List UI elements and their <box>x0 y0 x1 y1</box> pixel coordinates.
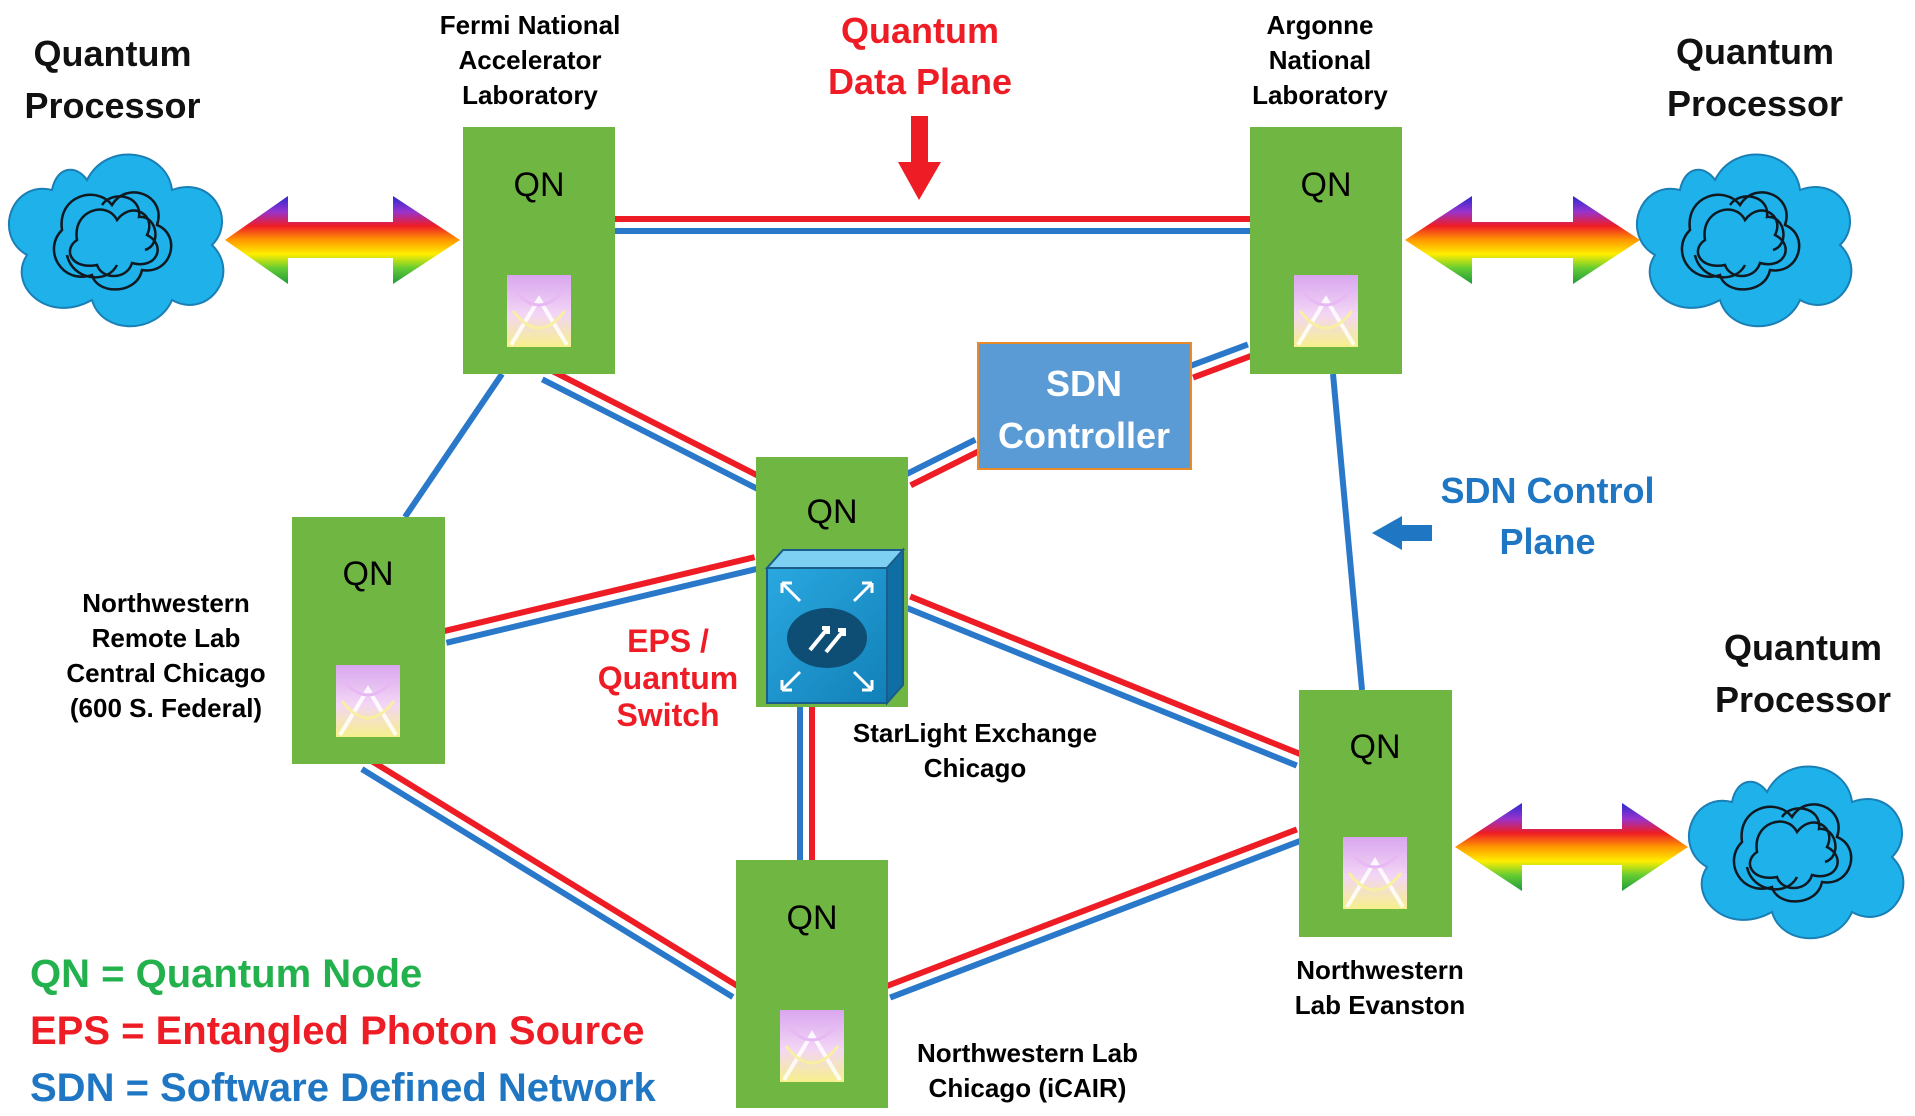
quantum-data-plane-label: Quantum Data Plane <box>805 5 1035 107</box>
label-line: Lab Evanston <box>1294 990 1466 1020</box>
label-line: Plane <box>1499 521 1596 562</box>
qn-label: QN <box>1301 166 1352 204</box>
legend-entangled-photon-source: EPS = Entangled Photon Source <box>30 1009 645 1053</box>
bidirectional-rainbow-arrow-icon <box>1405 196 1640 284</box>
quantum-node-fermi: QN <box>463 127 615 374</box>
link-icair-evanston-quantum <box>884 826 1298 990</box>
site-label-nw-remote: Northwestern Remote Lab Central Chicago … <box>35 586 297 726</box>
site-label-nw-icair: Northwestern Lab Chicago (iCAIR) <box>895 1036 1160 1106</box>
eps-quantum-switch-label: EPS / Quantum Switch <box>583 623 753 734</box>
quantum-node-argonne: QN <box>1250 127 1402 374</box>
link-controller-starlight-gap <box>907 443 979 482</box>
bidirectional-rainbow-arrow-icon <box>1455 803 1688 891</box>
label-line: Northwestern <box>82 588 250 618</box>
site-label-argonne: Argonne National Laboratory <box>1200 8 1440 113</box>
label-line: Quantum <box>1676 31 1834 72</box>
link-starlight-evanston-gap <box>907 600 1300 762</box>
photon-source-icon <box>1292 273 1360 349</box>
quantum-processor-label-right-bottom: Quantum Processor <box>1693 622 1913 726</box>
quantum-processor-label-right-top: Quantum Processor <box>1645 26 1865 130</box>
quantum-node-nw-icair: QN <box>736 860 888 1108</box>
label-line: Remote Lab <box>91 623 241 653</box>
label-line: Laboratory <box>462 80 598 110</box>
qn-label: QN <box>807 493 858 531</box>
link-controller-starlight-sdn <box>903 436 977 478</box>
legend-software-defined-network: SDN = Software Defined Network <box>30 1066 656 1110</box>
label-line: StarLight Exchange <box>852 718 1098 748</box>
label-line: Northwestern Lab <box>916 1038 1139 1068</box>
quantum-node-nw-remote: QN <box>292 517 445 764</box>
link-fermi-nwremote-sdn <box>402 372 505 519</box>
link-nwremote-icair-quantum <box>366 756 741 990</box>
link-argonne-controller-quantum <box>1192 352 1254 381</box>
photon-source-icon <box>505 273 573 349</box>
quantum-processor-label-left: Quantum Processor <box>0 28 225 132</box>
link-icair-evanston-sdn <box>889 837 1303 1001</box>
link-icair-evanston-gap <box>887 833 1300 994</box>
label-line: Processor <box>1666 83 1844 124</box>
link-controller-starlight-quantum <box>909 447 983 489</box>
link-nwremote-starlight-quantum <box>442 554 756 635</box>
label-line: Quantum <box>597 660 739 696</box>
label-line: Chicago <box>923 753 1027 783</box>
bidirectional-rainbow-arrow-icon <box>225 196 460 284</box>
link-argonne-controller-sdn <box>1187 341 1249 370</box>
label-line: National <box>1268 45 1372 75</box>
qn-label: QN <box>1350 728 1401 766</box>
link-starlight-evanston-quantum <box>909 593 1303 758</box>
link-nwremote-icair-sdn <box>360 766 735 1000</box>
link-fermi-starlight-sdn <box>540 376 764 495</box>
label-line: Data Plane <box>827 61 1013 102</box>
photon-source-icon <box>778 1008 846 1084</box>
label-line: Fermi National <box>439 10 621 40</box>
label-line: Chicago (iCAIR) <box>928 1073 1127 1103</box>
cloud-icon-left <box>7 153 225 328</box>
label-line: (600 S. Federal) <box>69 693 263 723</box>
link-nwremote-icair-gap <box>363 762 738 994</box>
label-line: Laboratory <box>1252 80 1388 110</box>
link-starlight-evanston-sdn <box>904 604 1298 769</box>
label-line: Central Chicago <box>66 658 266 688</box>
switch-icon <box>764 547 906 706</box>
link-fermi-starlight-gap <box>544 372 766 488</box>
label-line: Quantum <box>33 33 192 74</box>
link-nwremote-starlight-gap <box>444 561 757 639</box>
legend-quantum-node: QN = Quantum Node <box>30 952 423 996</box>
site-label-nw-evanston: Northwestern Lab Evanston <box>1265 953 1495 1023</box>
label-line: EPS / <box>627 623 709 659</box>
label-line: Processor <box>24 85 201 126</box>
link-argonne-evanston-sdn <box>1330 373 1365 691</box>
site-label-fermi: Fermi National Accelerator Laboratory <box>400 8 660 113</box>
label-line: SDN Control <box>1440 470 1655 511</box>
link-fermi-starlight-quantum <box>546 365 770 484</box>
label-line: Accelerator <box>458 45 602 75</box>
sdn-control-plane-arrow-icon <box>1372 516 1432 550</box>
quantum-node-starlight: QN <box>756 457 908 707</box>
qn-label: QN <box>787 899 838 937</box>
qn-label: QN <box>343 555 394 593</box>
quantum-data-plane-arrow-icon <box>898 116 941 200</box>
label-line: Processor <box>1714 679 1892 720</box>
label-line: Switch <box>616 697 720 733</box>
sdn-controller-label-line-2: Controller <box>998 415 1170 456</box>
label-line: Argonne <box>1266 10 1374 40</box>
photon-source-icon <box>334 663 402 739</box>
network-links <box>360 216 1365 1001</box>
quantum-node-nw-evanston: QN <box>1299 690 1452 937</box>
sdn-controller: SDN Controller <box>977 342 1192 470</box>
label-line: Quantum <box>1724 627 1882 668</box>
sdn-control-plane-label: SDN Control Plane <box>1425 465 1670 567</box>
sdn-controller-label-line-1: SDN <box>1046 363 1122 404</box>
link-nwremote-starlight-sdn <box>445 565 759 646</box>
qn-label: QN <box>514 166 565 204</box>
label-line: Quantum <box>841 10 999 51</box>
cloud-icon-right-top <box>1635 153 1853 328</box>
cloud-icon-right-bottom <box>1687 765 1905 940</box>
link-argonne-controller-gap <box>1190 348 1251 374</box>
photon-source-icon <box>1341 835 1409 911</box>
site-label-starlight: StarLight Exchange Chicago <box>820 716 1130 786</box>
label-line: Northwestern <box>1296 955 1464 985</box>
